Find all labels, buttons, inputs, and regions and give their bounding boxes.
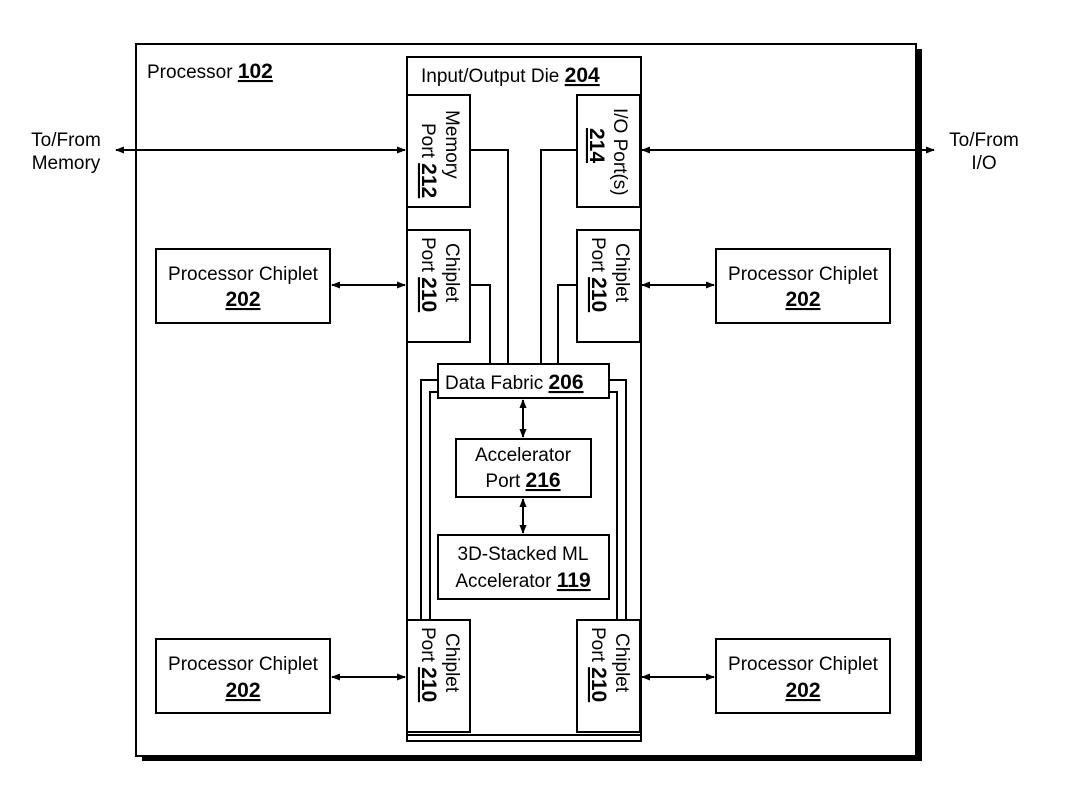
chiplet-lr-number: 202 — [785, 679, 820, 702]
ml-accelerator-box — [437, 534, 610, 600]
processor-chiplet-upper-right — [715, 248, 891, 324]
processor-chiplet-lower-left — [155, 638, 331, 714]
chiplet-ul-label: Processor Chiplet — [168, 264, 319, 285]
io-port-label: I/O Port(s) — [609, 108, 630, 196]
memory-ext-label2: Memory — [32, 153, 101, 174]
io-die-label: Input/Output Die 204 — [421, 64, 600, 87]
accelerator-port-label2: Port 216 — [485, 469, 560, 492]
ml-accelerator-label2: Accelerator 119 — [455, 569, 590, 592]
accelerator-port-label1: Accelerator — [475, 445, 572, 466]
wire-fabric-ll-inner — [429, 391, 438, 620]
chiplet-ur-label: Processor Chiplet — [728, 264, 879, 285]
chiplet-port-lower-right — [576, 619, 641, 733]
chiplet-ur-number: 202 — [785, 288, 820, 311]
chiplet-ll-label: Processor Chiplet — [168, 654, 319, 675]
ml-accelerator-label1: 3D-Stacked ML — [458, 544, 589, 565]
chiplet-port-lower-left — [406, 619, 471, 733]
chiplet-port-lr-label1: Chiplet — [611, 633, 632, 693]
chiplet-ll-number: 202 — [225, 679, 260, 702]
accelerator-port-box — [455, 438, 592, 498]
chiplet-port-ll-label2: Port 210 — [417, 627, 440, 702]
memory-ext-label1: To/From — [31, 130, 101, 151]
wire-ur-fabric — [557, 284, 577, 364]
chiplet-port-ur-label1: Chiplet — [611, 243, 632, 303]
chiplet-ul-number: 202 — [225, 288, 260, 311]
processor-chiplet-upper-left — [155, 248, 331, 324]
memory-port-label1: Memory — [441, 110, 462, 179]
data-fabric-box — [437, 363, 610, 399]
processor-chiplet-lower-right — [715, 638, 891, 714]
io-ext-label1: To/From — [949, 130, 1019, 151]
wire-fabric-lr-outer — [609, 379, 627, 620]
wire-ul-fabric — [470, 284, 491, 364]
chiplet-port-ll-label1: Chiplet — [441, 633, 462, 693]
chiplet-port-ur-label2: Port 210 — [587, 237, 610, 312]
chiplet-port-ul-label2: Port 210 — [417, 237, 440, 312]
memory-port-label2: Port 212 — [417, 123, 440, 198]
wire-io-fabric — [540, 149, 577, 364]
io-ext-label2: I/O — [971, 153, 996, 174]
data-fabric-label: Data Fabric 206 — [445, 371, 584, 394]
chiplet-lr-label: Processor Chiplet — [728, 654, 879, 675]
wire-memory-fabric — [470, 149, 509, 364]
processor-label: Processor 102 — [147, 60, 273, 83]
chiplet-port-lr-label2: Port 210 — [587, 627, 610, 702]
wire-fabric-ll-outer — [420, 379, 438, 620]
memory-port-box — [406, 94, 471, 208]
wire-fabric-lr-inner — [609, 391, 618, 620]
io-port-number: 214 — [585, 128, 608, 163]
chiplet-port-ul-label1: Chiplet — [441, 243, 462, 303]
